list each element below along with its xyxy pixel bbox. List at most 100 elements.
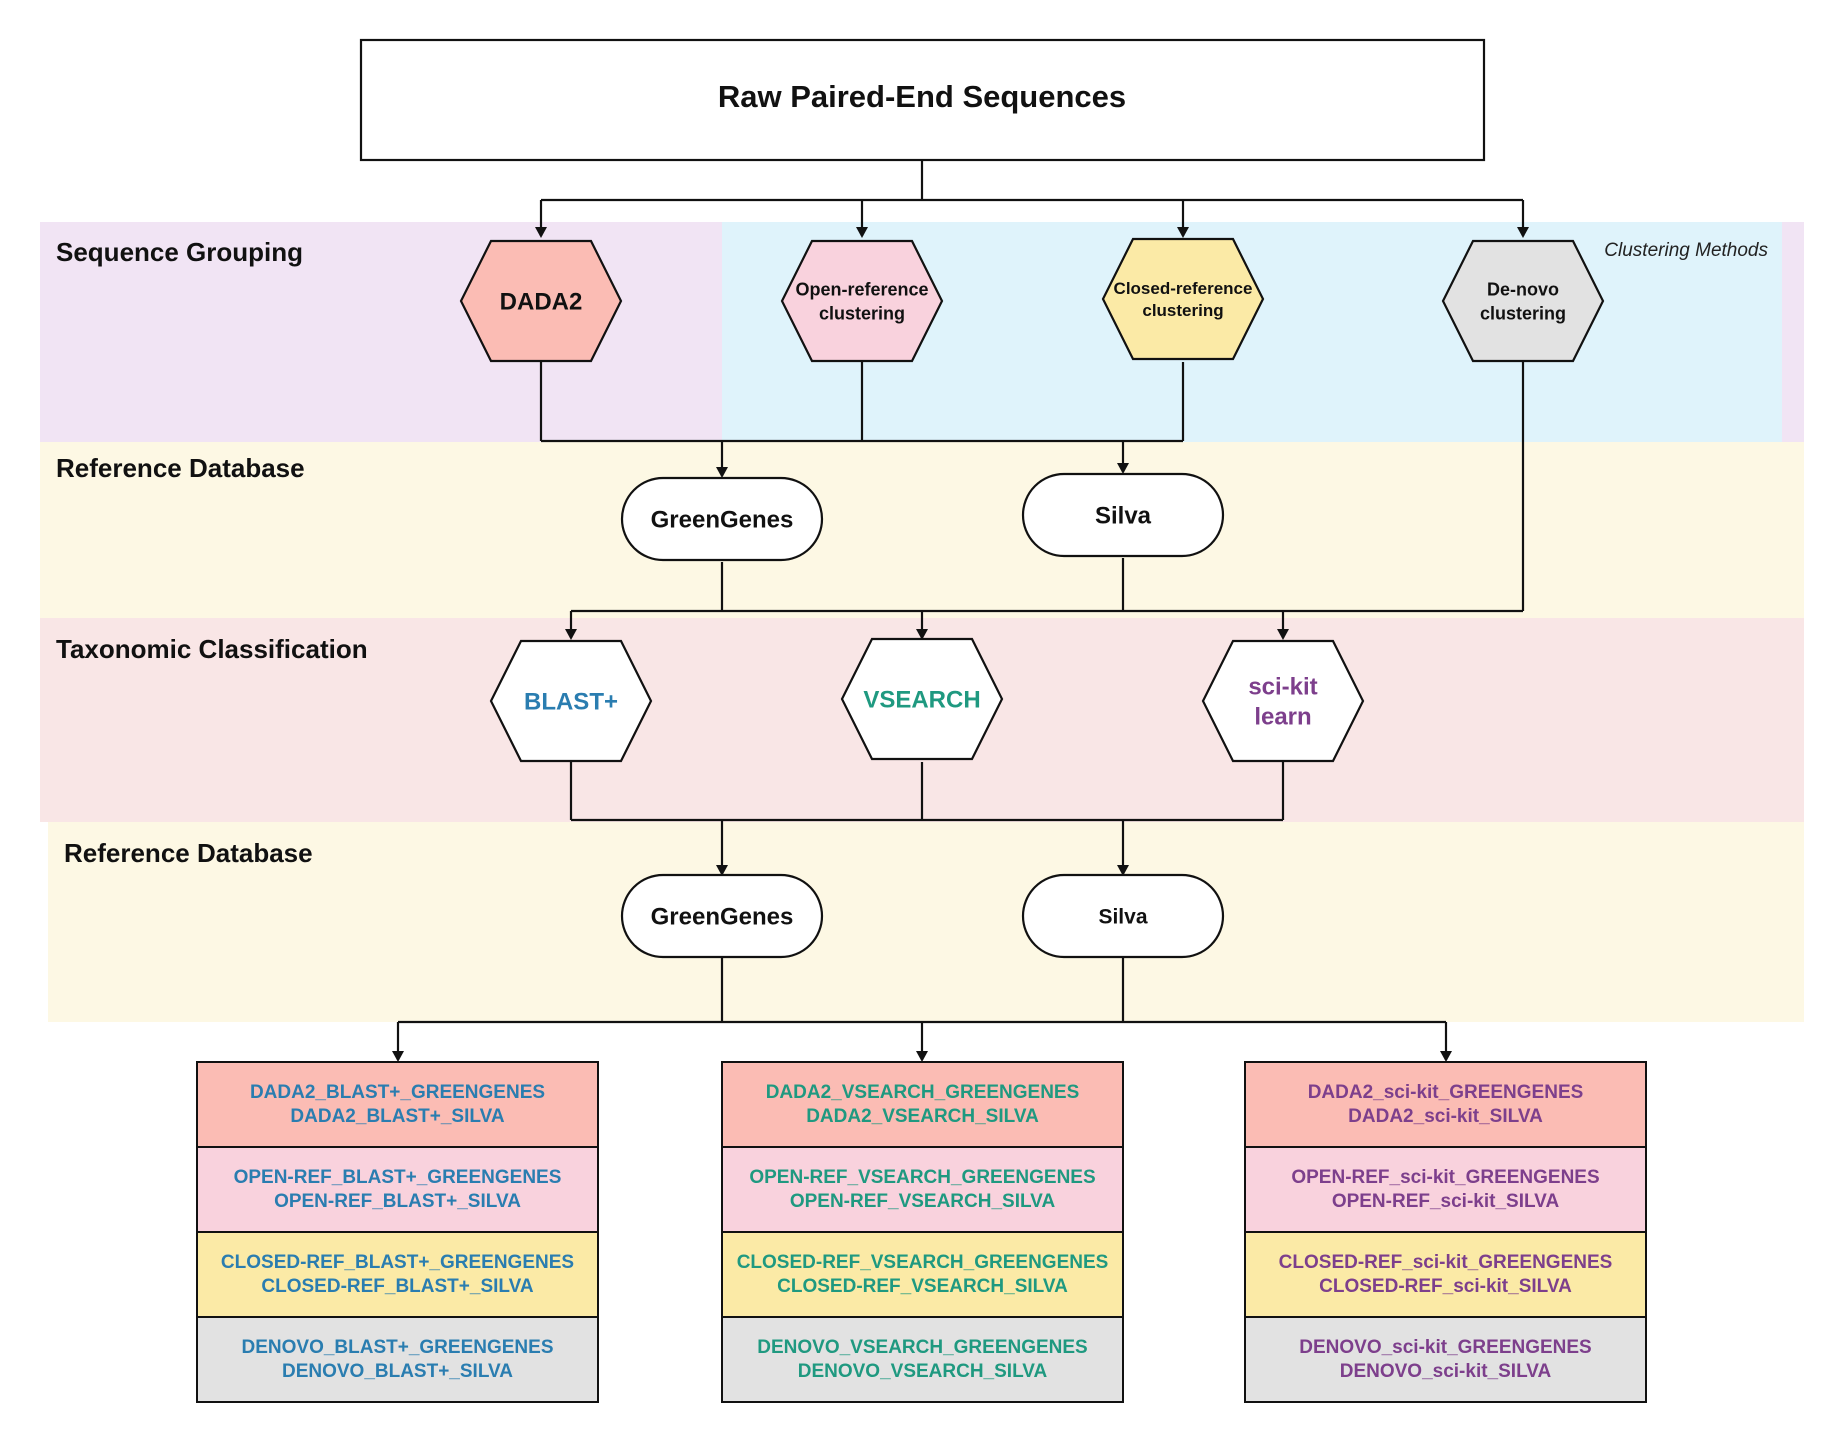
hex-node-open-ref: Open-reference clustering — [780, 239, 944, 363]
hex-label-closed-ref-line-0: Closed-reference — [1114, 279, 1253, 298]
result-cell — [721, 1316, 1124, 1403]
result-row: DADA2_sci-kit_GREENGENES DADA2_sci-kit_SI… — [1244, 1061, 1647, 1148]
result-row: DENOVO_sci-kit_GREENGENES DENOVO_sci-kit_… — [1244, 1316, 1647, 1403]
result-row: OPEN-REF_VSEARCH_GREENGENES OPEN-REF_VSEA… — [721, 1146, 1124, 1233]
result-label: DENOVO_sci-kit_SILVA — [1340, 1361, 1552, 1382]
result-row: OPEN-REF_sci-kit_GREENGENES OPEN-REF_sci-… — [1244, 1146, 1647, 1233]
hex-label-denovo-line-1: clustering — [1480, 303, 1566, 323]
result-row: DADA2_VSEARCH_GREENGENES DADA2_VSEARCH_SI… — [721, 1061, 1124, 1148]
hex-node-denovo: De-novo clustering — [1441, 239, 1605, 363]
band-reference-database-1 — [40, 442, 1804, 618]
hex-label-open-ref-line-1: clustering — [819, 303, 905, 323]
result-row: OPEN-REF_BLAST+_GREENGENESOPEN-REF_BLAST… — [196, 1146, 599, 1233]
source-node: Raw Paired-End Sequences — [359, 38, 1486, 162]
hex-label-open-ref-line-0: Open-reference — [795, 279, 928, 299]
result-cell — [1244, 1316, 1647, 1403]
hex-shape-denovo — [1441, 239, 1605, 363]
result-cell — [196, 1316, 599, 1403]
result-cell — [196, 1146, 599, 1233]
db-label-databases-2-greengenes: GreenGenes — [651, 904, 794, 931]
result-label: CLOSED-REF_VSEARCH_SILVA — [777, 1276, 1068, 1297]
result-label: DADA2_BLAST+_GREENGENES — [250, 1082, 545, 1103]
result-row: DADA2_BLAST+_GREENGENES DADA2_BLAST+_SILV… — [196, 1061, 599, 1148]
source-node-box — [359, 38, 1486, 162]
hex-label-scikit-line-0: sci-kit — [1248, 674, 1317, 701]
result-label: DADA2_BLAST+_SILVA — [290, 1106, 504, 1127]
result-label: DENOVO_BLAST+_SILVA — [282, 1361, 513, 1382]
db-shape-databases-2-silva — [1021, 873, 1225, 959]
band-label-clustering-methods: Clustering Methods — [1604, 240, 1768, 261]
hex-label-dada2-line-0: DADA2 — [500, 289, 583, 316]
result-cell — [721, 1146, 1124, 1233]
hex-node-blast: BLAST+ — [489, 639, 653, 763]
result-label: DENOVO_BLAST+_GREENGENES — [242, 1337, 554, 1358]
edge-classifier-bus — [569, 762, 1285, 822]
result-label: DENOVO_VSEARCH_SILVA — [798, 1361, 1048, 1382]
db-node-databases-1-greengenes: GreenGenes — [620, 476, 824, 562]
hex-label-closed-ref-line-1: clustering — [1142, 301, 1223, 320]
result-label: DENOVO_sci-kit_GREENGENES — [1299, 1337, 1591, 1358]
result-label: OPEN-REF_BLAST+_GREENGENES — [234, 1167, 562, 1188]
result-row: CLOSED-REF_sci-kit_GREENGENESCLOSED-REF_… — [1244, 1231, 1647, 1318]
hex-label-blast-line-0: BLAST+ — [524, 689, 618, 716]
hex-node-closed-ref: Closed-reference clustering — [1101, 237, 1265, 361]
connectors — [392, 160, 1529, 1062]
hex-node-vsearch: VSEARCH — [840, 637, 1004, 761]
result-cell — [1244, 1061, 1647, 1148]
db-label-databases-1-greengenes: GreenGenes — [651, 507, 794, 534]
result-table-blast: DADA2_BLAST+_GREENGENES DADA2_BLAST+_SILV… — [196, 1061, 599, 1403]
result-label: CLOSED-REF_BLAST+_SILVA — [261, 1276, 533, 1297]
edge-database-bus-1 — [571, 362, 1525, 613]
hex-node-dada2: DADA2 — [459, 239, 623, 363]
edge-grouping-bus — [539, 362, 1185, 443]
band-label-sequence-grouping: Sequence Grouping — [56, 237, 303, 267]
hex-shape-open-ref — [780, 239, 944, 363]
result-row: CLOSED-REF_BLAST+_GREENGENES CLOSED-REF_B… — [196, 1231, 599, 1318]
hex-shape-closed-ref — [1101, 237, 1265, 361]
hex-label-scikit-line-1: learn — [1254, 704, 1311, 731]
source-node-title: Raw Paired-End Sequences — [718, 79, 1126, 114]
result-row: CLOSED-REF_VSEARCH_GREENGENESCLOSED-REF_… — [721, 1231, 1124, 1318]
result-label: OPEN-REF_VSEARCH_SILVA — [790, 1191, 1056, 1212]
db-node-databases-2-greengenes: GreenGenes — [620, 873, 824, 959]
band-label-reference-database-2: Reference Database — [64, 838, 313, 868]
db-shape-databases-1-greengenes — [620, 476, 824, 562]
band-label-reference-database-1: Reference Database — [56, 453, 305, 483]
result-label: DADA2_VSEARCH_SILVA — [806, 1106, 1039, 1127]
result-cell — [1244, 1146, 1647, 1233]
band-reference-database-2 — [48, 822, 1804, 1022]
result-label: OPEN-REF_sci-kit_GREENGENES — [1291, 1167, 1599, 1188]
result-table-vsearch: DADA2_VSEARCH_GREENGENES DADA2_VSEARCH_SI… — [721, 1061, 1124, 1403]
result-label: CLOSED-REF_sci-kit_GREENGENES — [1279, 1252, 1613, 1273]
db-shape-databases-1-silva — [1021, 472, 1225, 558]
db-label-databases-1-silva: Silva — [1095, 503, 1152, 530]
result-table-scikit: DADA2_sci-kit_GREENGENES DADA2_sci-kit_SI… — [1244, 1061, 1647, 1403]
result-label: CLOSED-REF_BLAST+_GREENGENES — [221, 1252, 574, 1273]
hex-shape-vsearch — [840, 637, 1004, 761]
result-label: DADA2_sci-kit_GREENGENES — [1308, 1082, 1584, 1103]
hex-label-denovo-line-0: De-novo — [1487, 279, 1559, 299]
hex-shape-blast — [489, 639, 653, 763]
result-label: OPEN-REF_sci-kit_SILVA — [1332, 1191, 1560, 1212]
db-node-databases-2-silva: Silva — [1021, 873, 1225, 959]
db-node-databases-1-silva: Silva — [1021, 472, 1225, 558]
result-row: DENOVO_BLAST+_GREENGENES DENOVO_BLAST+_SI… — [196, 1316, 599, 1403]
result-tables: DADA2_BLAST+_GREENGENES DADA2_BLAST+_SILV… — [196, 1061, 1647, 1403]
result-label: OPEN-REF_VSEARCH_GREENGENES — [749, 1167, 1095, 1188]
result-label: DADA2_VSEARCH_GREENGENES — [766, 1082, 1080, 1103]
result-row: DENOVO_VSEARCH_GREENGENES DENOVO_VSEARCH_… — [721, 1316, 1124, 1403]
result-label: DENOVO_VSEARCH_GREENGENES — [757, 1337, 1087, 1358]
result-cell — [196, 1061, 599, 1148]
hex-shape-scikit — [1201, 639, 1365, 763]
result-cell — [196, 1231, 599, 1318]
result-cell — [721, 1061, 1124, 1148]
hex-node-scikit: sci-kit learn — [1201, 639, 1365, 763]
result-label: DADA2_sci-kit_SILVA — [1348, 1106, 1543, 1127]
hex-shape-dada2 — [459, 239, 623, 363]
db-label-databases-2-silva: Silva — [1098, 906, 1147, 929]
band-label-taxonomic-classification: Taxonomic Classification — [56, 634, 368, 664]
result-cell — [721, 1231, 1124, 1318]
